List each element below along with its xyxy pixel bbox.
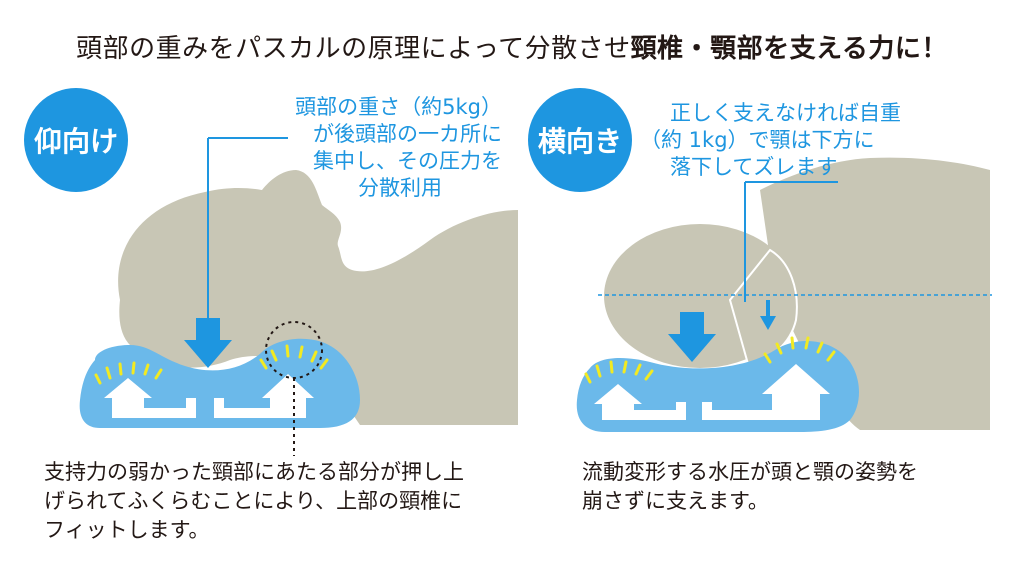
supine-caption-line: フィットします。: [44, 518, 210, 542]
side-lying-note-line: （約 1kg）で顎は下方に: [640, 128, 875, 152]
page-title: 頭部の重みをパスカルの原理によって分散させ頸椎・顎部を支える力に！: [0, 28, 1024, 65]
side-lying-caption-line: 崩さずに支えます。: [582, 489, 769, 513]
supine-note-line: 集中し、その圧力を: [313, 149, 502, 173]
side-lying-note-line: 落下してズレます: [670, 155, 838, 179]
right-down-arrow: [668, 312, 716, 362]
left-head-silhouette: [118, 170, 519, 425]
supine-note: 頭部の重さ（約5kg） が後頭部の一カ所に 集中し、その圧力を 分散利用: [270, 94, 502, 202]
side-lying-caption-line: 流動変形する水圧が頭と顎の姿勢を: [582, 460, 918, 484]
supine-note-line: が後頭部の一カ所に: [313, 122, 502, 146]
title-normal: 頭部の重みをパスカルの原理によって分散させ: [76, 34, 631, 64]
supine-caption: 支持力の弱かった頸部にあたる部分が押し上 げられてふくらむことにより、上部の頸椎…: [44, 458, 464, 545]
right-small-down-arrow: [760, 316, 776, 330]
left-burst-left: [94, 361, 163, 385]
side-lying-badge-label: 横向き: [537, 125, 622, 158]
side-lying-caption: 流動変形する水圧が頭と顎の姿勢を 崩さずに支えます。: [582, 458, 918, 516]
supine-note-line: 分散利用: [358, 176, 442, 200]
left-burst-right: [259, 344, 329, 370]
supine-badge: 仰向け: [24, 88, 128, 192]
supine-badge-label: 仰向け: [33, 125, 118, 158]
right-burst-left: [584, 360, 654, 384]
side-lying-badge: 横向き: [528, 88, 632, 192]
supine-note-line: 頭部の重さ（約5kg）: [295, 95, 502, 119]
left-flow-arrows: [104, 374, 314, 418]
supine-caption-line: げられてふくらむことにより、上部の頸椎に: [44, 489, 463, 513]
right-burst-right: [763, 336, 836, 364]
right-flow-arrows: [594, 364, 830, 420]
supine-caption-line: 支持力の弱かった頸部にあたる部分が押し上: [44, 460, 464, 484]
side-lying-note-line: 正しく支えなければ自重: [670, 101, 901, 125]
side-lying-note: 正しく支えなければ自重 （約 1kg）で顎は下方に 落下してズレます: [640, 100, 916, 181]
title-bold: 頸椎・顎部を支える力に！: [630, 34, 948, 64]
left-down-arrow: [184, 318, 232, 368]
